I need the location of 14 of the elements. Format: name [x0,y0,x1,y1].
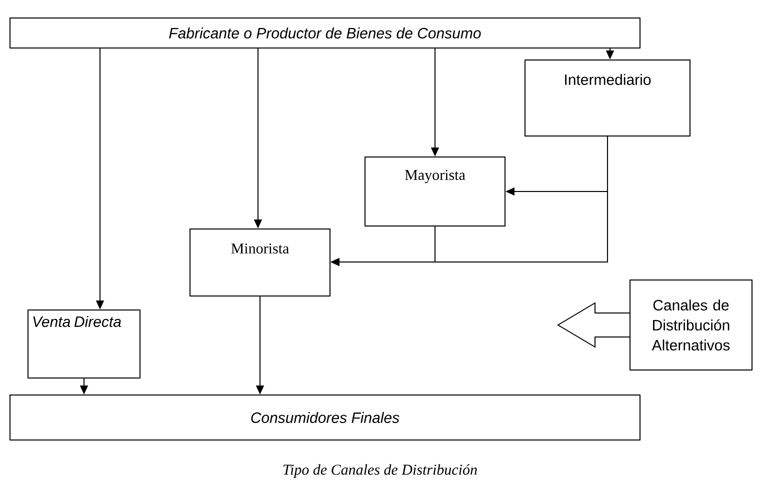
box-label: Intermediario [565,74,651,85]
caption: Tipo de Canales de Distribución [284,464,477,478]
box-label: Minorista [231,243,289,254]
box-label: Consumidores Finales [251,412,400,424]
process-box [524,60,690,136]
process-box [364,156,506,226]
process-box [28,310,140,378]
process-box [10,394,640,440]
box-label: Fabricante o Productor de Bienes de Consumo [169,28,481,39]
box-label: Venta Directa [33,316,121,328]
arrow-shaped-box: Canales de Distribución Alternativos [557,280,752,370]
process-box [190,228,330,296]
process-box [10,18,640,48]
box-label: Mayorista [405,170,466,184]
